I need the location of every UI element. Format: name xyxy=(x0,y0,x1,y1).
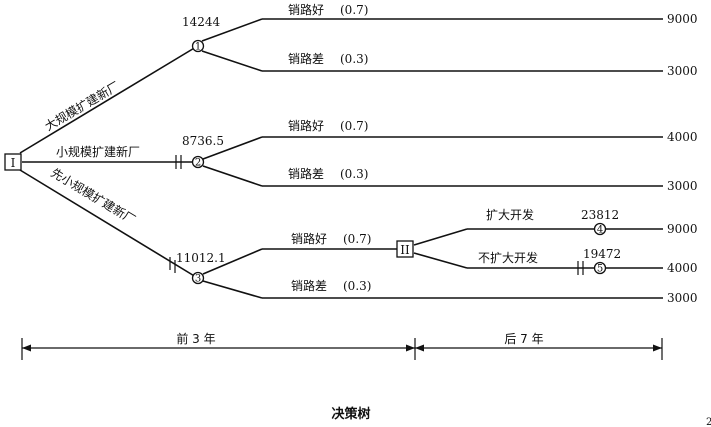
decision-node-main xyxy=(4,153,22,171)
outcome-1-good-label: 销路好 xyxy=(288,2,324,17)
outcome-2-bad-prob: (0.3) xyxy=(340,167,368,181)
outcome-line-3-good xyxy=(202,248,263,275)
chance-node-1-label: 1 xyxy=(195,42,201,53)
ev-node-4: 23812 xyxy=(581,208,619,222)
decision-node-main-label: I xyxy=(11,156,16,170)
alt-expand-label: 扩大开发 xyxy=(486,207,534,222)
payoff-large-bad: 3000 xyxy=(667,64,698,78)
outcome-2-good-prob: (0.7) xyxy=(340,119,368,133)
timeline xyxy=(21,338,663,360)
chance-node-4-label: 4 xyxy=(597,225,603,236)
branch-no-expand xyxy=(413,252,468,269)
ev-node-5: 19472 xyxy=(583,247,621,261)
outcome-line-2-good xyxy=(202,136,263,160)
payoff-no-expand: 4000 xyxy=(667,261,698,275)
branch-expand xyxy=(413,228,468,246)
chance-node-1 xyxy=(191,39,205,53)
chance-node-3-label: 3 xyxy=(195,274,201,285)
chance-node-2-label: 2 xyxy=(195,158,201,169)
decision-node-secondary xyxy=(396,240,414,258)
branch-stage xyxy=(19,169,197,278)
payoff-expand: 9000 xyxy=(667,222,698,236)
alt-small-label: 小规模扩建新厂 xyxy=(56,144,140,159)
outcome-2-bad-label: 销路差 xyxy=(288,166,324,181)
decision-node-secondary-label: II xyxy=(400,243,410,257)
chance-node-2 xyxy=(191,155,205,169)
outcome-1-bad-label: 销路差 xyxy=(288,51,324,66)
prune-mark-small xyxy=(175,155,182,169)
payoff-stage-bad: 3000 xyxy=(667,291,698,305)
chance-node-5-label: 5 xyxy=(597,264,603,275)
branch-large xyxy=(19,46,197,154)
outcome-line-1-bad xyxy=(201,50,263,72)
outcome-1-good-prob: (0.7) xyxy=(340,3,368,17)
outcome-3-bad-label: 销路差 xyxy=(291,278,327,293)
corner-mark: 2 xyxy=(706,417,711,427)
chance-node-3 xyxy=(191,271,205,285)
alt-large-label: 大规模扩建新厂 xyxy=(42,78,122,134)
chance-node-4 xyxy=(593,222,607,236)
outcome-3-good-label: 销路好 xyxy=(291,231,327,246)
prune-mark-stage xyxy=(169,257,176,273)
timeline-first-label: 前 3 年 xyxy=(176,331,215,346)
payoff-small-bad: 3000 xyxy=(667,179,698,193)
ev-node-3: 11012.1 xyxy=(176,251,226,265)
payoff-small-good: 4000 xyxy=(667,130,698,144)
outcome-line-1-good xyxy=(201,18,263,42)
payoff-large-good: 9000 xyxy=(667,12,698,26)
diagram-title: 决策树 xyxy=(331,406,370,422)
outcome-3-bad-prob: (0.3) xyxy=(343,279,371,293)
ev-node-2: 8736.5 xyxy=(182,134,224,148)
alt-no-expand-label: 不扩大开发 xyxy=(478,250,538,265)
outcome-1-bad-prob: (0.3) xyxy=(340,52,368,66)
outcome-3-good-prob: (0.7) xyxy=(343,232,371,246)
timeline-second-label: 后 7 年 xyxy=(504,332,543,346)
outcome-2-good-label: 销路好 xyxy=(288,118,324,133)
chance-node-5 xyxy=(593,261,607,275)
ev-node-1: 14244 xyxy=(182,15,221,29)
outcome-line-3-bad xyxy=(202,280,263,299)
outcome-line-2-bad xyxy=(202,165,263,187)
